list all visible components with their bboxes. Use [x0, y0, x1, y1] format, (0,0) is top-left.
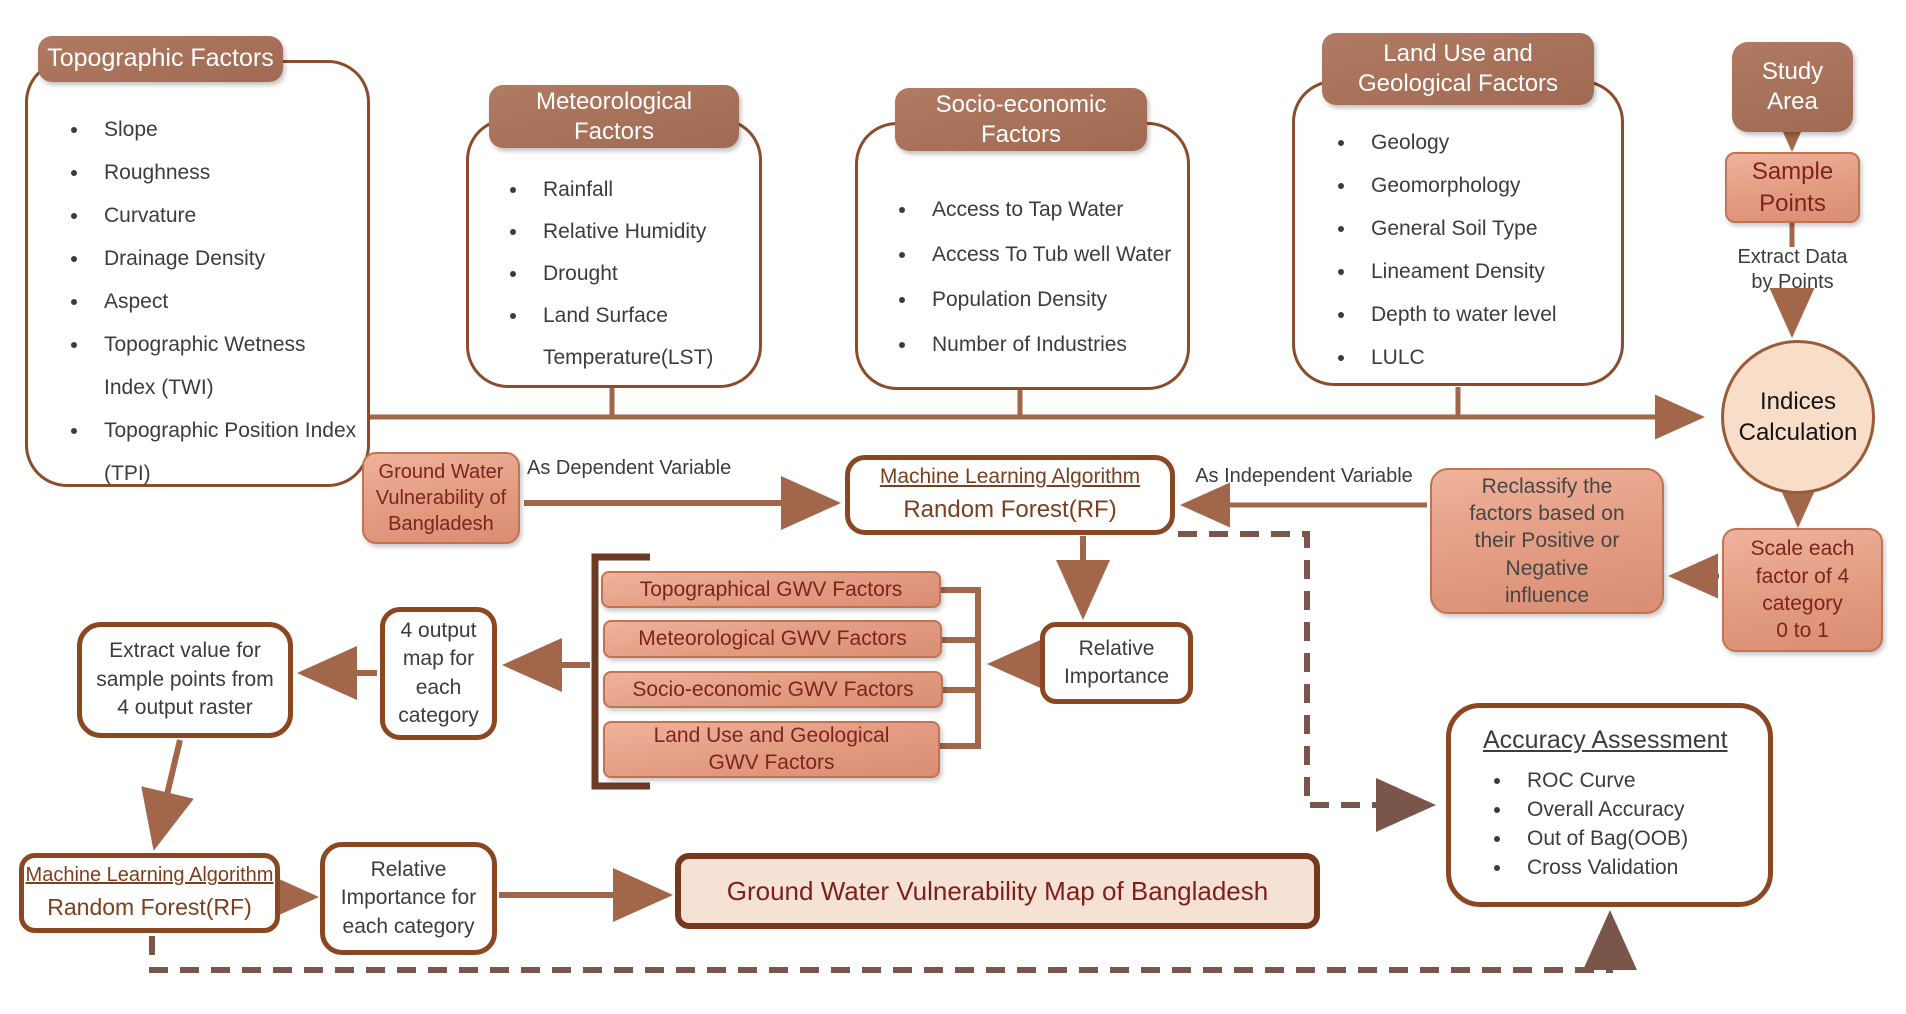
topographic-factors-box: Slope Roughness Curvature Drainage Densi… [25, 60, 370, 487]
stack-meteorological-gwv: Meteorological GWV Factors [603, 620, 942, 658]
socio-economic-factors-box: Access to Tap Water Access To Tub well W… [855, 122, 1190, 390]
factor-item: Geomorphology [1357, 164, 1613, 207]
factor-item: Depth to water level [1357, 293, 1613, 336]
stack-label: Topographical GWV Factors [639, 577, 903, 601]
accuracy-assessment-title: Accuracy Assessment [1483, 726, 1728, 754]
factor-item: Slope [90, 108, 357, 151]
factor-item: General Soil Type [1357, 207, 1613, 250]
factor-item: Relative Humidity [529, 211, 751, 253]
relative-importance-label: Relative Importance [1063, 636, 1170, 688]
factor-item: Rainfall [529, 169, 751, 211]
factor-item: Roughness [90, 151, 357, 194]
factor-item: Access to Tap Water [918, 187, 1179, 232]
scale-factor-box: Scale each factor of 4 category 0 to 1 [1722, 528, 1883, 652]
reclassify-label: Reclassify the factors based on their Po… [1469, 474, 1625, 607]
indices-calculation-circle: Indices Calculation [1721, 340, 1875, 494]
stack-label: Land Use and Geological GWV Factors [653, 724, 890, 774]
meteorological-factors-header: Meteorological Factors [489, 85, 739, 148]
landuse-geological-factors-box: Geology Geomorphology General Soil Type … [1292, 80, 1624, 386]
stack-landuse-geological-gwv: Land Use and Geological GWV Factors [603, 721, 940, 778]
gwv-map-result-box: Ground Water Vulnerability Map of Bangla… [675, 853, 1320, 929]
extract-value-label: Extract value for sample points from 4 o… [96, 639, 274, 720]
extract-value-box: Extract value for sample points from 4 o… [77, 622, 293, 738]
group-title: Topographic Factors [47, 44, 274, 73]
group-title: Socio-economic Factors [935, 90, 1107, 148]
factor-item: Access To Tub well Water [918, 232, 1179, 277]
as-independent-variable-label: As Independent Variable [1195, 465, 1413, 487]
factor-item: Geology [1357, 121, 1613, 164]
scale-factor-label: Scale each factor of 4 category 0 to 1 [1750, 537, 1855, 643]
accuracy-item: Out of Bag(OOB) [1513, 824, 1688, 853]
sample-points-box: Sample Points [1725, 152, 1860, 223]
relative-importance-category-label: Relative Importance for each category [340, 857, 477, 938]
stack-topographical-gwv: Topographical GWV Factors [601, 571, 941, 608]
factor-item: Aspect [90, 280, 357, 323]
accuracy-item: Cross Validation [1513, 853, 1688, 882]
ml-algorithm-title: Machine Learning Algorithm [25, 864, 274, 887]
factor-item: Topographic Position Index (TPI) [90, 409, 357, 495]
center-flow-arrows [524, 476, 1110, 691]
study-area-box: Study Area [1732, 42, 1853, 132]
factor-item: Topographic Wetness Index (TWI) [90, 323, 357, 409]
accuracy-item: Overall Accuracy [1513, 795, 1688, 824]
sample-points-label: Sample Points [1751, 158, 1834, 217]
factor-item: Lineament Density [1357, 250, 1613, 293]
group-title: Meteorological Factors [535, 87, 693, 145]
reclassify-box: Reclassify the factors based on their Po… [1430, 468, 1664, 614]
output-map-label: 4 output map for each category [398, 618, 479, 727]
factor-item: Land Surface Temperature(LST) [529, 295, 751, 379]
relative-importance-category-box: Relative Importance for each category [320, 842, 497, 955]
stack-left-bracket [591, 553, 650, 790]
stack-socio-economic-gwv: Socio-economic GWV Factors [603, 671, 943, 708]
factor-bus-line [370, 387, 1705, 440]
ml-algorithm-subtitle: Random Forest(RF) [47, 894, 252, 921]
factor-item: Drought [529, 253, 751, 295]
stack-label: Meteorological GWV Factors [638, 627, 907, 651]
study-area-label: Study Area [1761, 58, 1824, 115]
right-flow-arrows [1180, 102, 1821, 599]
group-title: Land Use and Geological Factors [1357, 40, 1559, 97]
ml-algorithm-subtitle: Random Forest(RF) [903, 496, 1117, 524]
landuse-geological-factors-header: Land Use and Geological Factors [1322, 33, 1594, 105]
socio-economic-factors-header: Socio-economic Factors [895, 88, 1147, 151]
accuracy-assessment-box: Accuracy Assessment ROC Curve Overall Ac… [1446, 703, 1773, 907]
gwv-bangladesh-label: Ground Water Vulnerability of Bangladesh [375, 461, 507, 535]
gwv-map-label: Ground Water Vulnerability Map of Bangla… [726, 875, 1269, 906]
relative-importance-box: Relative Importance [1040, 622, 1193, 704]
indices-calculation-label: Indices Calculation [1738, 387, 1858, 446]
ml-random-forest-box-top: Machine Learning Algorithm Random Forest… [845, 455, 1175, 535]
factor-item: Population Density [918, 277, 1179, 322]
ml-algorithm-title: Machine Learning Algorithm [879, 465, 1141, 489]
factor-item: Number of Industries [918, 322, 1179, 367]
topographic-factors-header: Topographic Factors [38, 36, 283, 82]
meteorological-factors-box: Rainfall Relative Humidity Drought Land … [466, 118, 762, 388]
left-flow-arrows [141, 638, 673, 924]
factor-item: Drainage Density [90, 237, 357, 280]
accuracy-item: ROC Curve [1513, 766, 1688, 795]
ml-random-forest-box-bottom: Machine Learning Algorithm Random Forest… [19, 853, 280, 933]
factor-item: Curvature [90, 194, 357, 237]
extract-data-by-points-label: Extract Data by Points [1737, 246, 1848, 293]
as-dependent-variable-label: As Dependent Variable [527, 457, 732, 479]
output-map-box: 4 output map for each category [380, 607, 497, 740]
stack-label: Socio-economic GWV Factors [632, 677, 914, 701]
validation-dashed-paths [149, 531, 1637, 973]
gwv-bangladesh-box: Ground Water Vulnerability of Bangladesh [362, 452, 520, 544]
stack-right-connectors [940, 587, 981, 749]
factor-item: LULC [1357, 336, 1613, 379]
